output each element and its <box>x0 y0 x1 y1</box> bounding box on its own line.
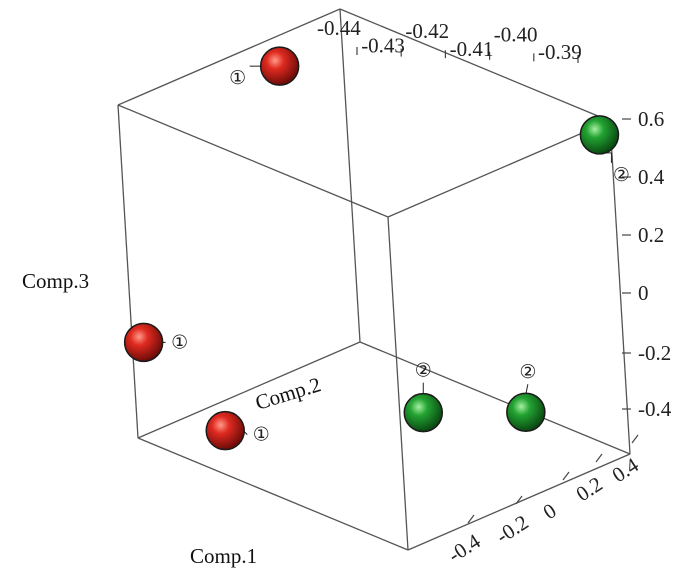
box-edge <box>117 104 389 218</box>
group-label: ① <box>229 67 246 89</box>
box-edge <box>137 437 409 551</box>
red-sphere <box>259 46 300 86</box>
z-tick-label: 0.2 <box>638 223 664 247</box>
red-sphere <box>123 322 164 363</box>
x-tick-label: -0.40 <box>494 22 538 46</box>
z-tick-label: 0.6 <box>638 107 664 131</box>
y-tick-mark <box>631 434 639 444</box>
box-edge <box>407 453 631 551</box>
axis-titles: Comp.3 Comp.2 Comp.1 <box>22 269 324 568</box>
red-sphere <box>205 410 245 451</box>
x-tick-label: -0.39 <box>538 40 582 64</box>
group-label: ② <box>613 164 630 186</box>
box-edge <box>339 8 361 343</box>
green-sphere <box>506 392 546 432</box>
data-point: ① <box>123 322 188 363</box>
group-label: ② <box>415 360 432 382</box>
box-edge <box>117 8 341 106</box>
data-point: ① <box>229 46 300 89</box>
data-point: ② <box>506 361 546 432</box>
x-tick-label: -0.41 <box>450 37 494 61</box>
box-edge <box>359 341 631 455</box>
y-tick-mark <box>595 453 603 463</box>
box-edge <box>339 8 611 122</box>
y-tick-mark <box>515 495 523 505</box>
box-edge <box>609 120 631 455</box>
y-tick-label: 0 <box>539 498 561 524</box>
data-point: ② <box>579 115 630 186</box>
z-axis-title: Comp.3 <box>22 269 89 293</box>
data-point: ② <box>403 360 444 433</box>
y-tick-mark <box>562 471 570 481</box>
y-tick-label: 0.4 <box>608 452 644 487</box>
box-edge <box>387 120 611 218</box>
green-sphere <box>403 392 444 433</box>
z-tick-label: -0.4 <box>638 397 672 421</box>
z-tick-label: 0.4 <box>638 165 665 189</box>
green-sphere <box>579 115 620 155</box>
box-edge <box>387 216 409 551</box>
group-label: ② <box>519 361 536 383</box>
axis-ticks: -0.44-0.43-0.42-0.41-0.40-0.39-0.4-0.200… <box>317 16 672 567</box>
y-tick-mark <box>467 514 475 524</box>
data-points: ① ① ① ② ② ② <box>123 46 630 451</box>
data-point: ① <box>205 410 270 451</box>
box-edge <box>137 341 361 439</box>
x-axis-title: Comp.1 <box>190 544 257 568</box>
group-label: ① <box>253 424 270 446</box>
y-axis-title: Comp.2 <box>252 372 323 415</box>
plot-box <box>117 8 631 551</box>
y-tick-label: -0.4 <box>444 529 485 568</box>
box-edge <box>117 104 139 439</box>
x-tick-label: -0.43 <box>361 34 405 58</box>
y-tick-label: -0.2 <box>492 510 533 548</box>
z-tick-label: 0 <box>638 281 649 305</box>
z-tick-label: -0.2 <box>638 341 671 365</box>
x-tick-label: -0.42 <box>405 19 449 43</box>
group-label: ① <box>171 331 188 353</box>
x-tick-label: -0.44 <box>317 16 361 40</box>
